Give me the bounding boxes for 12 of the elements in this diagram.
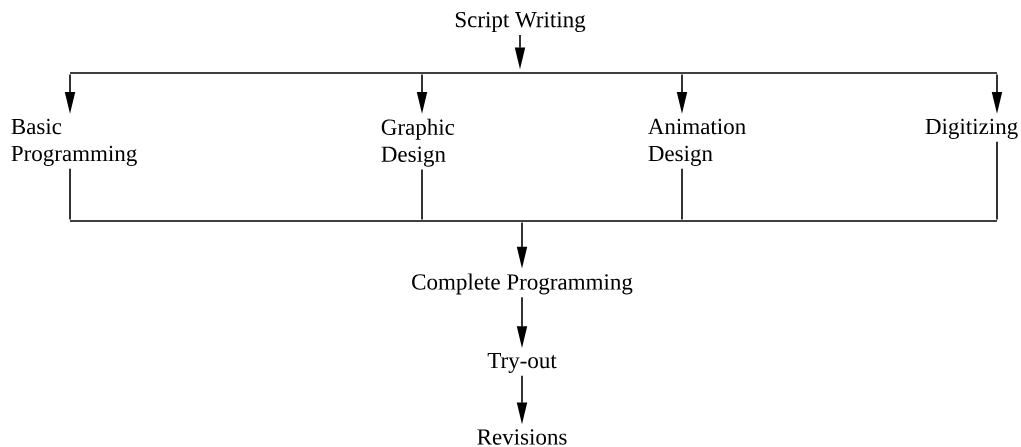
step-label: Digitizing (925, 118, 1018, 139)
connector-line (996, 141, 998, 221)
connector-line (69, 168, 71, 221)
step-label: Script Writing (455, 11, 586, 33)
step-label: Revisions (477, 429, 567, 445)
step-label: Basic Programming (11, 118, 137, 166)
step-label: Try-out (487, 352, 557, 373)
connector-line (421, 168, 423, 221)
connector-line (681, 168, 683, 221)
step-label: Animation Design (648, 118, 746, 166)
step-label: Complete Programming (412, 273, 633, 295)
step-label: Graphic Design (381, 118, 455, 167)
